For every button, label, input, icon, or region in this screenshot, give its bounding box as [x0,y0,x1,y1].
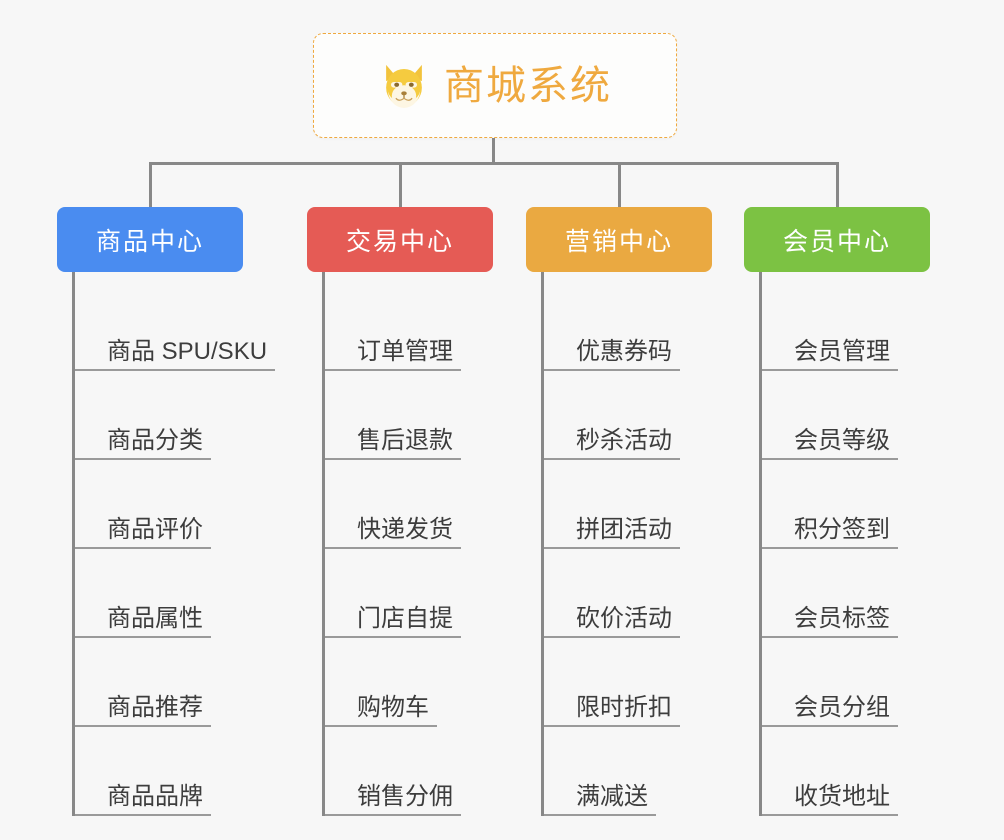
leaf-item[interactable]: 商品评价 [75,460,267,549]
leaf-item-underline [325,725,437,727]
leaf-item-label: 商品评价 [107,515,203,543]
branch-leaf-list: 订单管理售后退款快递发货门店自提购物车销售分佣 [322,272,493,816]
leaf-item-underline [325,636,461,638]
leaf-item-label: 商品 SPU/SKU [107,337,268,365]
leaf-item[interactable]: 会员标签 [762,549,930,638]
leaf-item-label: 会员分组 [794,693,890,721]
root-trunk-line [492,138,495,165]
leaf-item-underline [75,725,211,727]
leaf-item-underline [762,725,898,727]
leaf-item[interactable]: 门店自提 [325,549,493,638]
leaf-item-label: 限时折扣 [576,693,672,721]
leaf-item[interactable]: 商品品牌 [75,727,267,816]
leaf-item-label: 满减送 [576,782,648,810]
branch-leaf-list: 会员管理会员等级积分签到会员标签会员分组收货地址 [759,272,930,816]
leaf-item-underline [544,636,680,638]
leaf-item[interactable]: 优惠券码 [544,282,712,371]
leaf-item-underline [544,547,680,549]
leaf-item-label: 商品品牌 [107,782,203,810]
leaf-item-label: 收货地址 [794,782,890,810]
leaf-item-underline [75,636,211,638]
leaf-item[interactable]: 商品属性 [75,549,267,638]
leaf-item-label: 商品分类 [107,426,203,454]
branch-bus-line [149,162,839,165]
root-title: 商城系统 [444,63,612,108]
leaf-item[interactable]: 商品分类 [75,371,267,460]
branch-drop-line-3 [618,162,621,209]
leaf-item-underline [325,814,461,816]
leaf-item-underline [325,458,461,460]
leaf-item-label: 秒杀活动 [576,426,672,454]
branch-header-label: 营销中心 [564,227,673,256]
branch-column: 会员中心会员管理会员等级积分签到会员标签会员分组收货地址 [744,207,930,816]
leaf-item-label: 商品推荐 [107,693,203,721]
leaf-item-label: 会员标签 [794,604,890,632]
leaf-item-label: 积分签到 [794,515,890,543]
leaf-item-label: 商品属性 [107,604,203,632]
leaf-item[interactable]: 限时折扣 [544,638,712,727]
leaf-item-label: 砍价活动 [576,604,672,632]
leaf-item-underline [544,725,680,727]
leaf-item[interactable]: 快递发货 [325,460,493,549]
leaf-item-label: 售后退款 [357,426,453,454]
leaf-item-underline [762,547,898,549]
leaf-item-underline [544,458,680,460]
leaf-item[interactable]: 销售分佣 [325,727,493,816]
branch-leaf-list: 优惠券码秒杀活动拼团活动砍价活动限时折扣满减送 [541,272,712,816]
leaf-item-label: 购物车 [357,693,429,721]
branch-header[interactable]: 会员中心 [744,207,930,272]
leaf-item-label: 会员管理 [794,337,890,365]
branch-drop-line-4 [836,162,839,209]
leaf-item[interactable]: 会员等级 [762,371,930,460]
branch-header-label: 会员中心 [782,227,891,256]
leaf-item-label: 订单管理 [357,337,453,365]
leaf-item[interactable]: 满减送 [544,727,712,816]
branch-leaf-list: 商品 SPU/SKU 商品分类商品评价商品属性商品推荐商品品牌 [72,272,275,816]
leaf-item-underline [75,458,211,460]
leaf-item[interactable]: 会员分组 [762,638,930,727]
leaf-item[interactable]: 积分签到 [762,460,930,549]
leaf-item-underline [325,547,461,549]
leaf-item-label: 快递发货 [357,515,453,543]
leaf-item-underline [762,458,898,460]
branch-column: 营销中心优惠券码秒杀活动拼团活动砍价活动限时折扣满减送 [526,207,712,816]
leaf-item[interactable]: 购物车 [325,638,493,727]
leaf-item-label: 销售分佣 [357,782,453,810]
root-node[interactable]: 商城系统 [313,33,677,138]
branch-column: 交易中心订单管理售后退款快递发货门店自提购物车销售分佣 [307,207,493,816]
branch-header[interactable]: 商品中心 [57,207,243,272]
branch-drop-line-1 [149,162,152,209]
leaf-item-label: 优惠券码 [576,337,672,365]
branch-header[interactable]: 交易中心 [307,207,493,272]
leaf-item-underline [762,369,898,371]
leaf-item-label: 门店自提 [357,604,453,632]
leaf-item-underline [75,814,211,816]
shiba-dog-face-icon [386,64,422,108]
leaf-item[interactable]: 商品 SPU/SKU [75,282,275,371]
leaf-item[interactable]: 拼团活动 [544,460,712,549]
leaf-item[interactable]: 订单管理 [325,282,493,371]
leaf-item[interactable]: 售后退款 [325,371,493,460]
leaf-item-underline [544,369,680,371]
leaf-item-underline [762,814,898,816]
leaf-item-label: 拼团活动 [576,515,672,543]
leaf-item-underline [75,547,211,549]
leaf-item-underline [762,636,898,638]
leaf-item[interactable]: 商品推荐 [75,638,267,727]
branch-drop-line-2 [399,162,402,209]
leaf-item[interactable]: 砍价活动 [544,549,712,638]
leaf-item[interactable]: 会员管理 [762,282,930,371]
branch-column: 商品中心商品 SPU/SKU 商品分类商品评价商品属性商品推荐商品品牌 [57,207,275,816]
leaf-item-underline [544,814,656,816]
leaf-item-label: 会员等级 [794,426,890,454]
leaf-item[interactable]: 收货地址 [762,727,930,816]
branch-header[interactable]: 营销中心 [526,207,712,272]
leaf-item[interactable]: 秒杀活动 [544,371,712,460]
branch-header-label: 商品中心 [95,227,204,256]
leaf-item-underline [75,369,275,371]
leaf-item-underline [325,369,461,371]
branch-header-label: 交易中心 [345,227,454,256]
